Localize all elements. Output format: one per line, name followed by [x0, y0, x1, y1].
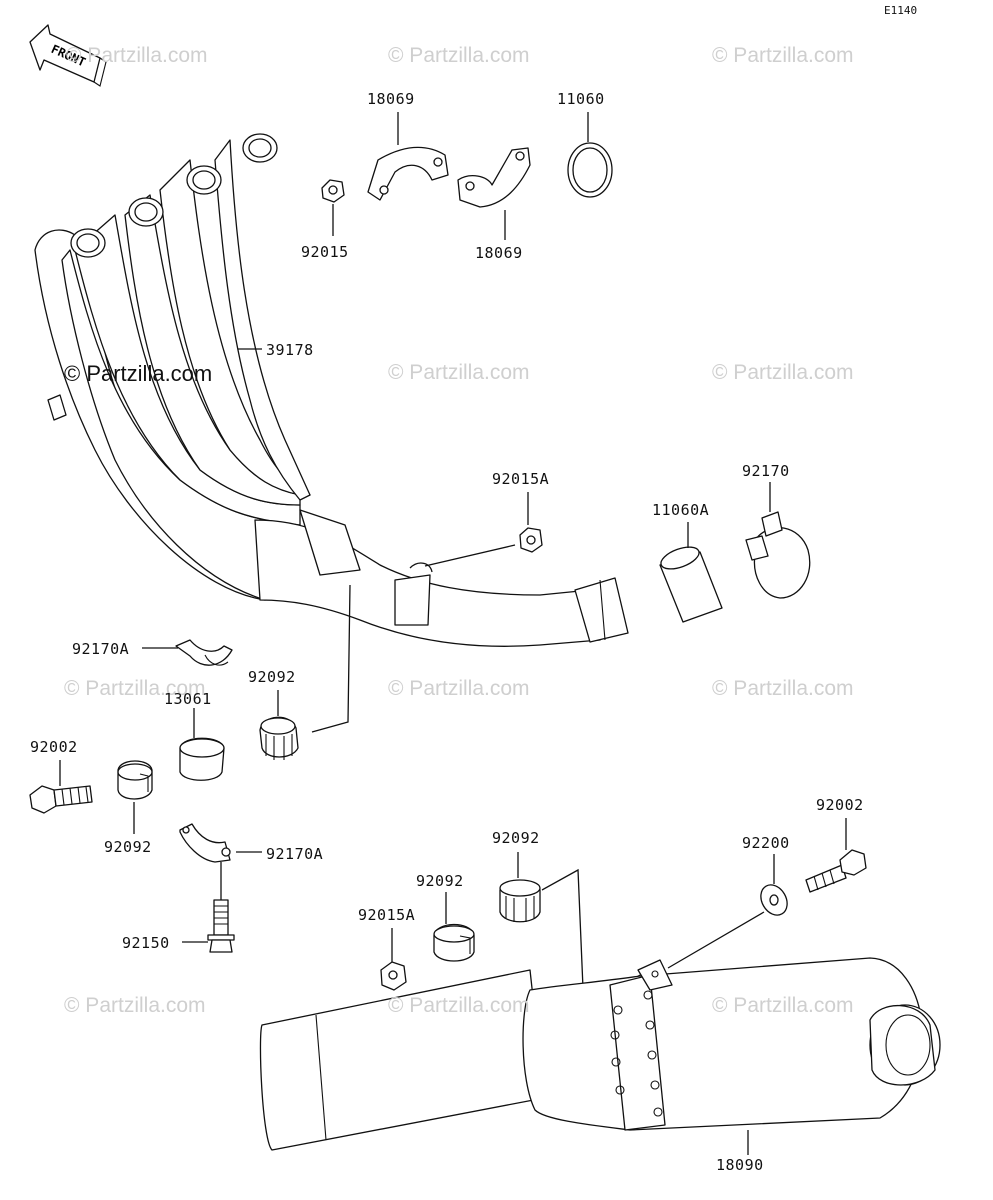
part-label-92015[interactable]: 92015: [301, 243, 349, 261]
damper-92092-a[interactable]: [259, 690, 299, 760]
watermark: © Partzilla.com: [66, 44, 208, 67]
part-label-92200[interactable]: 92200: [742, 834, 790, 852]
nut-92015A-upper[interactable]: [424, 492, 543, 567]
clamp-92170[interactable]: [745, 482, 811, 599]
bracket-18069-top[interactable]: [367, 112, 449, 201]
part-label-92150[interactable]: 92150: [122, 934, 170, 952]
nut-92015[interactable]: [321, 179, 345, 236]
part-label-92092-c[interactable]: 92092: [492, 829, 540, 847]
sleeve-11060A[interactable]: [658, 522, 723, 623]
part-label-11060[interactable]: 11060: [557, 90, 605, 108]
damper-92092-b[interactable]: [117, 760, 153, 834]
bracket-18069-bottom[interactable]: [457, 147, 531, 240]
part-label-92015A-lower[interactable]: 92015A: [358, 906, 416, 924]
part-label-11060A[interactable]: 11060A: [652, 501, 710, 519]
diagram-code: E1140: [884, 4, 918, 17]
exhaust-header-39178[interactable]: [34, 133, 629, 733]
clamp-92170A-lower[interactable]: [179, 823, 262, 863]
watermark: © Partzilla.com: [388, 677, 530, 700]
watermark: © Partzilla.com: [712, 677, 854, 700]
part-label-92170[interactable]: 92170: [742, 462, 790, 480]
part-label-92170A-upper[interactable]: 92170A: [72, 640, 130, 658]
bolt-92150[interactable]: [182, 862, 235, 953]
watermark: © Partzilla.com: [712, 361, 854, 384]
gasket-11060[interactable]: [567, 112, 613, 198]
collar-13061[interactable]: [179, 708, 225, 781]
damper-92092-d[interactable]: [433, 892, 475, 962]
watermark: © Partzilla.com: [64, 994, 206, 1017]
watermark-primary: © Partzilla.com: [64, 361, 213, 386]
part-label-92092-a[interactable]: 92092: [248, 668, 296, 686]
bolt-92002-right[interactable]: [805, 818, 867, 893]
muffler-18090[interactable]: [259, 957, 941, 1155]
watermark: © Partzilla.com: [64, 677, 206, 700]
watermark: © Partzilla.com: [388, 44, 530, 67]
watermark: © Partzilla.com: [712, 44, 854, 67]
part-label-92092-b[interactable]: 92092: [104, 838, 152, 856]
bolt-92002-left[interactable]: [29, 760, 93, 814]
part-label-39178[interactable]: 39178: [266, 341, 314, 359]
part-label-18069-top[interactable]: 18069: [367, 90, 415, 108]
washer-92200[interactable]: [667, 854, 792, 969]
watermark: © Partzilla.com: [712, 994, 854, 1017]
clamp-92170A-upper[interactable]: [142, 639, 233, 666]
watermark: © Partzilla.com: [388, 994, 530, 1017]
part-label-13061[interactable]: 13061: [164, 690, 212, 708]
part-label-92002-left[interactable]: 92002: [30, 738, 78, 756]
nut-92015A-lower[interactable]: [380, 928, 407, 991]
watermark: © Partzilla.com: [388, 361, 530, 384]
part-label-92170A-lower[interactable]: 92170A: [266, 845, 324, 863]
part-label-92015A-upper[interactable]: 92015A: [492, 470, 550, 488]
part-label-18069-bottom[interactable]: 18069: [475, 244, 523, 262]
part-label-92092-d[interactable]: 92092: [416, 872, 464, 890]
part-label-18090[interactable]: 18090: [716, 1156, 764, 1174]
part-label-92002-right[interactable]: 92002: [816, 796, 864, 814]
